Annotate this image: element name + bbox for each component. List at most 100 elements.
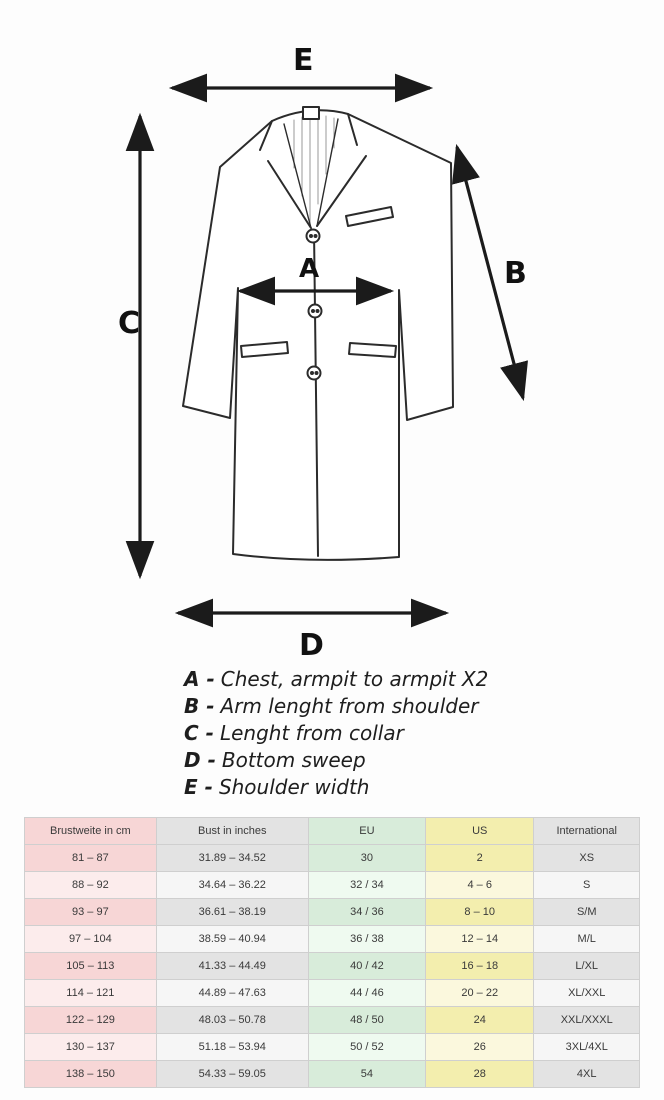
legend-key: A - [184,667,215,691]
table-cell: 4 – 6 [424,871,535,899]
left-collar-edge [259,120,273,151]
table-cell: 36 / 38 [307,925,426,953]
legend-item: C -Lenght from collar [184,720,664,747]
table-cell: 32 / 34 [307,871,426,899]
column-header: Bust in inches [155,817,309,845]
legend-item: B -Arm lenght from shoulder [184,693,664,720]
table-cell: 12 – 14 [424,925,535,953]
right-collar-edge [347,113,358,146]
legend-key: E - [184,775,213,799]
collar-tab [302,106,320,120]
table-cell: 2 [424,844,535,872]
arrow-b [452,143,528,402]
table-cell: 105 – 113 [24,952,157,980]
legend-item: E -Shoulder width [184,774,664,801]
table-cell: 50 / 52 [307,1033,426,1061]
label-b: B [504,256,527,291]
legend-key: D - [184,748,216,772]
label-e: E [293,43,314,78]
table-cell: 38.59 – 40.94 [155,925,309,953]
legend-key: C - [184,721,214,745]
label-a: A [299,254,319,284]
table-cell: 3XL/4XL [533,1033,640,1061]
table-cell: L/XL [533,952,640,980]
table-cell: 130 – 137 [24,1033,157,1061]
table-cell: 81 – 87 [24,844,157,872]
table-cell: 34.64 – 36.22 [155,871,309,899]
table-cell: 138 – 150 [24,1060,157,1088]
table-cell: 34 / 36 [307,898,426,926]
table-cell: 28 [424,1060,535,1088]
right-lapel-fold [316,118,339,227]
legend-key: B - [184,694,215,718]
column-header: International [533,817,640,845]
table-cell: 88 – 92 [24,871,157,899]
coat-diagram-svg: E C B A D [118,43,528,663]
table-cell: 40 / 42 [307,952,426,980]
label-c: C [118,306,140,341]
table-cell: 16 – 18 [424,952,535,980]
left-lapel-edge [267,160,312,229]
measurement-arrows [125,73,528,628]
table-cell: XS [533,844,640,872]
column-header: EU [307,817,426,845]
table-cell: 36.61 – 38.19 [155,898,309,926]
table-cell: 54 [307,1060,426,1088]
table-cell: 4XL [533,1060,640,1088]
legend-text: Chest, armpit to armpit X2 [220,667,489,691]
table-cell: 54.33 – 59.05 [155,1060,309,1088]
measurement-diagram: E C B A D [118,43,528,663]
table-cell: 44 / 46 [307,979,426,1007]
table-cell: 93 – 97 [24,898,157,926]
right-lapel-edge [316,155,367,227]
legend: A -Chest, armpit to armpit X2 B -Arm len… [184,666,664,801]
table-cell: 44.89 – 47.63 [155,979,309,1007]
table-cell: 24 [424,1006,535,1034]
left-hip-pocket [240,341,289,358]
table-cell: 41.33 – 44.49 [155,952,309,980]
measurement-labels: E C B A D [118,43,527,663]
table-cell: 51.18 – 53.94 [155,1033,309,1061]
table-cell: 97 – 104 [24,925,157,953]
table-cell: 20 – 22 [424,979,535,1007]
table-cell: 26 [424,1033,535,1061]
table-cell: 48 / 50 [307,1006,426,1034]
collar-lining-hatching [293,113,335,225]
table-cell: XXL/XXXL [533,1006,640,1034]
label-d: D [299,628,324,662]
legend-text: Arm lenght from shoulder [220,694,479,718]
buttons [305,228,323,381]
legend-item: A -Chest, armpit to armpit X2 [184,666,664,693]
legend-text: Lenght from collar [219,721,404,745]
table-cell: 8 – 10 [424,898,535,926]
table-cell: 114 – 121 [24,979,157,1007]
coat-outline [182,106,454,561]
table-cell: 31.89 – 34.52 [155,844,309,872]
table-cell: XL/XXL [533,979,640,1007]
chest-pocket [345,206,394,227]
legend-item: D -Bottom sweep [184,747,664,774]
left-lapel-fold [283,123,312,229]
right-hip-pocket [348,342,397,358]
table-cell: M/L [533,925,640,953]
table-cell: S/M [533,898,640,926]
column-header: Brustweite in cm [24,817,157,845]
table-cell: S [533,871,640,899]
table-cell: 30 [307,844,426,872]
legend-text: Bottom sweep [221,748,366,772]
column-header: US [424,817,535,845]
legend-text: Shoulder width [218,775,370,799]
table-cell: 122 – 129 [24,1006,157,1034]
